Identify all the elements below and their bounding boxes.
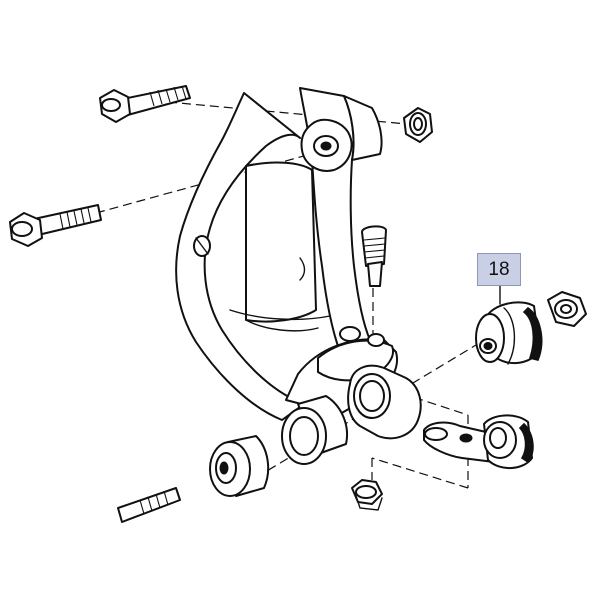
lower-flange-nut [351, 479, 383, 511]
control-arm [175, 87, 398, 421]
upper-mounting-bolt [99, 85, 191, 123]
rear-bushing-part-18 [475, 301, 543, 365]
left-rubber-bushing [209, 435, 270, 497]
long-mounting-bolt [9, 204, 102, 247]
front-bushing-sleeve [281, 395, 348, 465]
wheel-stud [361, 225, 387, 287]
lower-mounting-bolt [117, 487, 181, 523]
bushing-retaining-nut [547, 291, 587, 327]
stabilizer-link [423, 414, 534, 469]
rear-pivot-housing [347, 364, 422, 440]
part-number-label: 18 [488, 258, 510, 280]
part-number-callout[interactable]: 18 [477, 253, 521, 286]
upper-flange-nut [403, 107, 433, 143]
